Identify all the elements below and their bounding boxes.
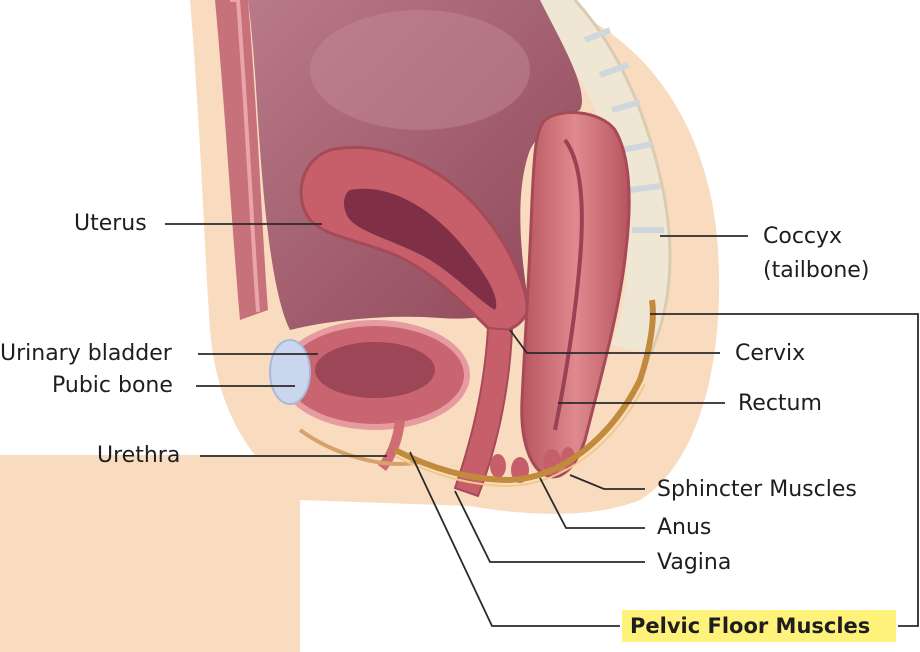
vagina-shape: [453, 326, 514, 498]
label-sphincter-muscles: Sphincter Muscles: [657, 477, 857, 502]
label-pubic-bone: Pubic bone: [52, 373, 173, 398]
label-cervix: Cervix: [735, 341, 806, 366]
label-tailbone: (tailbone): [763, 258, 870, 283]
label-urethra: Urethra: [97, 443, 181, 468]
label-anus: Anus: [657, 515, 712, 540]
pubic-bone-shape: [269, 339, 311, 405]
spine-band: [520, 0, 670, 355]
label-coccyx: Coccyx: [763, 224, 843, 249]
label-pelvic-floor-muscles: Pelvic Floor Muscles: [630, 614, 871, 638]
leader-lines: [165, 223, 919, 627]
pelvic-floor-shape: [393, 299, 656, 484]
label-vagina: Vagina: [657, 550, 732, 575]
pelvic-floor-highlight: Pelvic Floor Muscles: [622, 610, 896, 642]
label-rectum: Rectum: [738, 391, 822, 416]
label-urinary-bladder: Urinary bladder: [0, 341, 172, 366]
label-uterus: Uterus: [74, 211, 147, 236]
